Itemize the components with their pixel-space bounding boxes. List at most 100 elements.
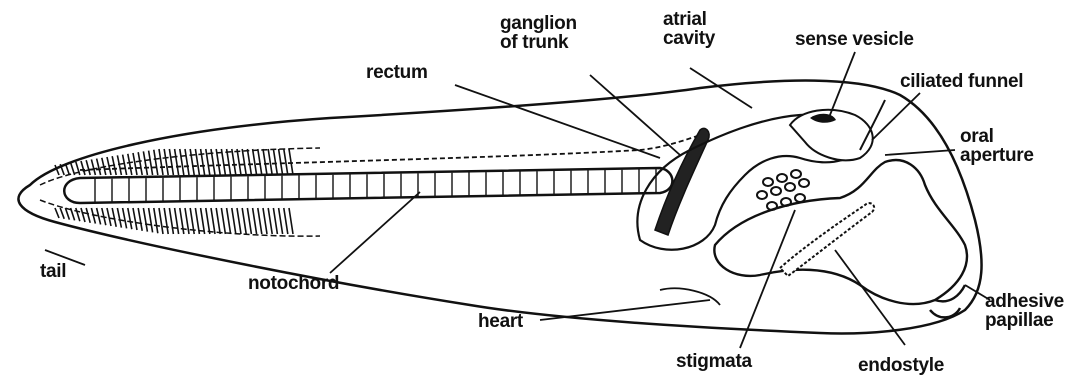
leader-endostyle	[835, 250, 905, 345]
label-ganglion-line1: ganglion	[500, 14, 577, 33]
label-ganglion-of-trunk: ganglion of trunk	[500, 14, 577, 52]
tail-striation	[180, 149, 184, 175]
label-tail: tail	[40, 262, 66, 281]
label-atrial-line2: cavity	[663, 29, 715, 48]
tail-striation	[185, 208, 189, 234]
tail-striation	[154, 150, 158, 175]
tail-striation	[154, 208, 158, 233]
tail-striation	[247, 208, 251, 234]
tail-striation	[242, 208, 246, 234]
tail-striation	[164, 208, 168, 234]
notochord-outline	[64, 168, 672, 203]
tail-striation	[143, 208, 147, 232]
tail-striation	[258, 149, 262, 175]
tail-striation	[221, 149, 225, 175]
tail-striation	[149, 151, 153, 175]
label-rectum: rectum	[366, 63, 428, 82]
tail-striation	[185, 149, 189, 175]
leader-ganglion	[590, 75, 680, 155]
leader-heart	[540, 300, 710, 320]
label-adhesive-line2: papillae	[985, 311, 1064, 330]
tail-striation	[175, 149, 179, 175]
tail-striation	[279, 208, 283, 234]
stigma-slit	[791, 170, 801, 178]
nerve-cord	[80, 135, 700, 170]
tail-striation	[133, 208, 137, 230]
tail-striation	[117, 155, 121, 175]
tail-striation	[71, 208, 75, 220]
tail-striation	[123, 208, 127, 228]
tail-striation	[190, 149, 194, 175]
tail-striation	[258, 208, 262, 234]
tail-striation	[86, 160, 90, 175]
tail-striation	[164, 149, 168, 175]
tail-striation	[268, 149, 272, 175]
tail-striation	[138, 208, 142, 231]
tail-striation	[268, 208, 272, 234]
tail-striation	[273, 149, 277, 175]
tail-striation	[86, 208, 90, 223]
tail-striation	[221, 208, 225, 234]
tail-striation	[284, 208, 288, 234]
label-heart: heart	[478, 312, 523, 331]
tail-striation	[263, 149, 267, 175]
tail-striation	[169, 149, 173, 175]
label-ganglion-line2: of trunk	[500, 33, 577, 52]
stigma-slit	[795, 194, 805, 202]
tail-striation	[65, 163, 69, 175]
tail-striation	[247, 149, 251, 175]
label-adhesive-papillae: adhesive papillae	[985, 292, 1064, 330]
label-ciliated-funnel: ciliated funnel	[900, 72, 1023, 91]
tail-striation	[206, 208, 210, 234]
stigma-slit	[799, 179, 809, 187]
tail-striation	[117, 208, 121, 228]
tail-striation	[138, 152, 142, 175]
label-notochord: notochord	[248, 274, 339, 293]
tail-striation	[284, 149, 288, 175]
leader-ciliated	[872, 93, 920, 140]
tail-striation	[232, 208, 236, 234]
stigma-slit	[757, 191, 767, 199]
stigma-slit	[785, 183, 795, 191]
tail-striation	[55, 208, 59, 218]
tail-striation	[123, 155, 127, 175]
tail-striation	[133, 153, 137, 175]
tail-striation	[71, 163, 75, 175]
stigma-slit	[763, 178, 773, 186]
tail-striation	[289, 208, 293, 234]
tail-striation	[195, 208, 199, 234]
tail-striation	[76, 208, 80, 221]
label-atrial-cavity: atrial cavity	[663, 10, 715, 48]
tail-striation	[253, 149, 257, 175]
label-atrial-line1: atrial	[663, 10, 715, 29]
tail-striation	[273, 208, 277, 234]
tail-striation	[201, 149, 205, 175]
tail-striation	[60, 208, 64, 219]
label-endostyle: endostyle	[858, 356, 944, 375]
stigmata-slits	[757, 170, 809, 210]
leader-sense	[828, 52, 855, 120]
tail-striation	[97, 159, 101, 175]
tail-striation	[112, 208, 116, 227]
tail-striation	[227, 149, 231, 175]
tail-striation	[289, 149, 293, 175]
tail-striation	[227, 208, 231, 234]
tail-striation	[237, 149, 241, 175]
tail-striation	[107, 208, 111, 226]
leader-stigmata	[740, 210, 795, 348]
tail-striation	[253, 208, 257, 234]
tail-striation	[175, 208, 179, 234]
label-adhesive-line1: adhesive	[985, 292, 1064, 311]
tail-striation	[263, 208, 267, 234]
tail-striation	[128, 154, 132, 175]
tail-striation	[159, 208, 163, 234]
label-oral-line1: oral	[960, 127, 1034, 146]
tail-striation	[81, 208, 85, 222]
tail-striation	[232, 149, 236, 175]
tail-striation	[159, 149, 163, 175]
stigma-slit	[771, 187, 781, 195]
leader-oral	[885, 150, 955, 155]
tail-striation	[128, 208, 132, 229]
tail-striation	[91, 159, 95, 175]
